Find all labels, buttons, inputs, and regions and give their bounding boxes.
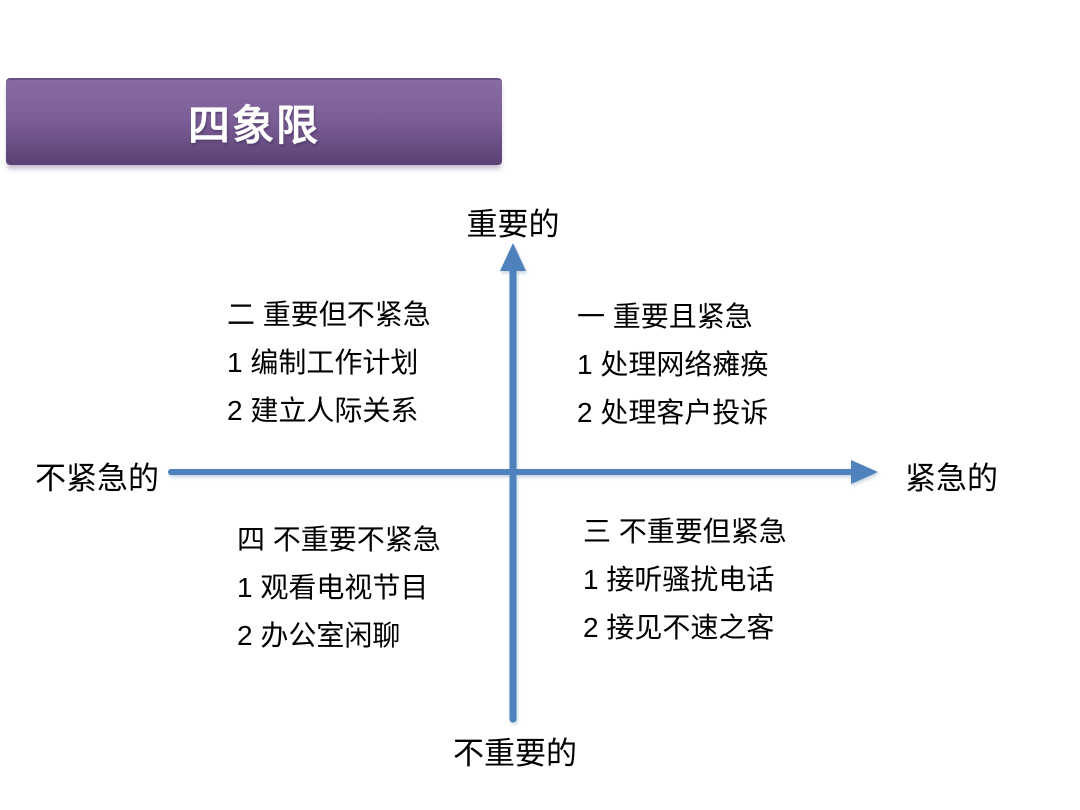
quadrant-1-block: 一 重要且紧急 1 处理网络瘫痪 2 处理客户投诉	[577, 293, 768, 437]
quadrant-4-block: 四 不重要不紧急 1 观看电视节目 2 办公室闲聊	[237, 516, 441, 660]
quadrant-1-title: 一 重要且紧急	[577, 301, 753, 332]
quadrant-2-item: 2 建立人际关系	[227, 395, 419, 426]
quadrant-3-item: 2 接见不速之客	[583, 612, 775, 643]
quadrant-2-item: 1 编制工作计划	[227, 347, 419, 378]
up-arrowhead-icon	[500, 243, 526, 271]
axis-label-important: 重要的	[466, 207, 560, 242]
quadrant-4-title: 四 不重要不紧急	[237, 524, 441, 555]
right-arrowhead-icon	[851, 460, 878, 484]
title-banner: 四象限	[6, 78, 502, 165]
page-title: 四象限	[187, 102, 320, 149]
quadrant-3-block: 三 不重要但紧急 1 接听骚扰电话 2 接见不速之客	[583, 508, 787, 652]
axis-label-not-important: 不重要的	[453, 736, 577, 771]
quadrant-4-item: 2 办公室闲聊	[237, 620, 401, 651]
quadrant-4-item: 1 观看电视节目	[237, 572, 429, 603]
quadrant-1-item: 1 处理网络瘫痪	[577, 349, 769, 380]
quadrant-3-title: 三 不重要但紧急	[583, 516, 787, 547]
quadrant-2-title: 二 重要但不紧急	[227, 299, 431, 330]
quadrant-1-item: 2 处理客户投诉	[577, 397, 769, 428]
axis-label-not-urgent: 不紧急的	[35, 461, 159, 496]
quadrant-2-block: 二 重要但不紧急 1 编制工作计划 2 建立人际关系	[227, 291, 431, 435]
axis-label-urgent: 紧急的	[905, 461, 998, 496]
quadrant-3-item: 1 接听骚扰电话	[583, 564, 775, 595]
